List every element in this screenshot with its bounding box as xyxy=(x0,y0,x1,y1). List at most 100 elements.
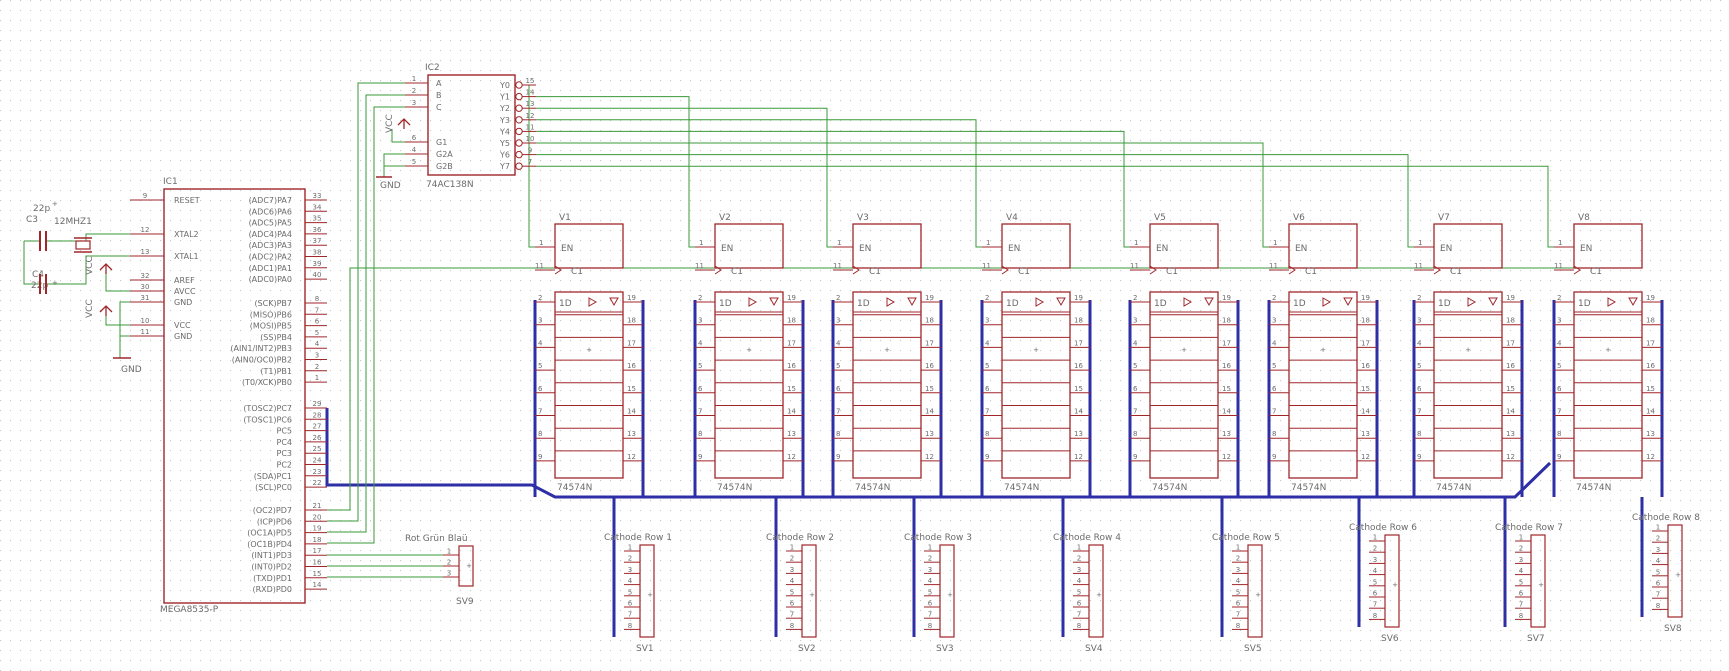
cathode-header-pin-number: 3 xyxy=(928,566,932,574)
latch-d-pin-number: 8 xyxy=(836,430,840,438)
cathode-header-pin-number: 1 xyxy=(1656,524,1660,532)
cathode-header-pin-number: 8 xyxy=(1519,612,1523,620)
mcu-right-pin-number: 4 xyxy=(315,340,320,348)
latch-c1-label: C1 xyxy=(1450,267,1462,277)
latch-q-pin-number: 12 xyxy=(1361,453,1370,461)
latch-c1-label: C1 xyxy=(869,267,881,277)
latch-d-pin-number: 6 xyxy=(985,385,990,393)
rgb-header-pin-number: 3 xyxy=(447,570,451,578)
decoder-output-bubble xyxy=(515,81,523,89)
cathode-header-name: SV3 xyxy=(936,644,954,654)
latch-d-pin-number: 2 xyxy=(985,294,989,302)
mcu-right-pin-label: (ADC1)PA1 xyxy=(249,264,292,273)
latch-name: V2 xyxy=(719,213,731,223)
plus-mark: + xyxy=(1465,346,1471,354)
cathode-header-body xyxy=(1247,544,1263,638)
cathode-header-pin-number: 4 xyxy=(1236,577,1241,585)
decoder-right-pin-label: Y2 xyxy=(499,104,510,113)
latch-data-block xyxy=(1433,291,1503,479)
mcu-right-pin-label: (TOSC2)PC7 xyxy=(243,404,292,413)
decoder-output-bubble xyxy=(515,116,523,124)
decoder-right-pin-label: Y1 xyxy=(499,93,510,102)
latch-data-block xyxy=(554,291,624,479)
latch-q-pin-number: 18 xyxy=(787,317,796,325)
mcu-right-pin-number: 16 xyxy=(313,559,322,567)
wire-decoder-to-latch-en xyxy=(536,130,1130,248)
plus-mark: + xyxy=(809,591,815,599)
mcu-right-pin-label: (AIN1/INT2)PB3 xyxy=(230,344,292,353)
latch-d-pin-number: 2 xyxy=(836,294,840,302)
latch-en-label: EN xyxy=(1440,244,1452,254)
latch-1d-label: 1D xyxy=(1154,299,1167,309)
latch-q-pin-number: 19 xyxy=(925,294,934,302)
latch-q-pin-number: 14 xyxy=(1646,408,1655,416)
latch-q-pin-number: 12 xyxy=(787,453,796,461)
latch-clock-triangle xyxy=(1288,265,1296,275)
latch-value: 74574N xyxy=(1291,483,1326,493)
cathode-header-pin-number: 5 xyxy=(1236,588,1240,596)
mcu-right-pin-label: (TXD)PD1 xyxy=(253,574,292,583)
latch-value: 74574N xyxy=(1152,483,1187,493)
latch-q-pin-number: 14 xyxy=(1361,408,1370,416)
cathode-header-pin-number: 2 xyxy=(790,555,794,563)
vcc-arrow-symbol xyxy=(397,118,411,129)
mcu-right-pin-label: PC5 xyxy=(277,427,293,436)
latch-q-pin-number: 17 xyxy=(1646,339,1655,347)
latch-q-pin-number: 12 xyxy=(627,453,636,461)
mcu-left-pin-number: 31 xyxy=(141,294,150,302)
cathode-header-pin-number: 4 xyxy=(1519,567,1524,575)
latch-clk-pin-number: 11 xyxy=(1269,262,1278,270)
mcu-left-pin-number: 32 xyxy=(141,272,150,280)
latch-d-pin-number: 9 xyxy=(1133,453,1137,461)
mcu-right-pin-number: 26 xyxy=(313,434,322,442)
latch-clock-triangle xyxy=(1573,265,1581,275)
latch-control-block xyxy=(852,223,922,269)
mcu-right-pin-label: (OC2)PD7 xyxy=(253,506,292,515)
latch-q-pin-number: 18 xyxy=(1361,317,1370,325)
latch-clk-pin-number: 11 xyxy=(535,262,544,270)
latch-d-pin-number: 8 xyxy=(985,430,989,438)
latch-d-pin-number: 7 xyxy=(538,408,542,416)
bus-main xyxy=(325,408,1552,499)
cathode-header-name: SV2 xyxy=(798,644,816,654)
plus-mark: + xyxy=(884,346,890,354)
latch-data-block xyxy=(1288,291,1358,479)
mcu-right-pin-label: (ADC2)PA2 xyxy=(249,253,292,262)
cathode-header-pin-number: 6 xyxy=(1519,590,1524,598)
mcu-right-pin-number: 2 xyxy=(315,363,319,371)
latch-value: 74574N xyxy=(717,483,752,493)
plus-mark: + xyxy=(1392,581,1398,589)
latch-d-pin-number: 5 xyxy=(1417,362,1421,370)
mcu-right-pin-label: (ADC6)PA6 xyxy=(249,207,292,216)
latch-name: V4 xyxy=(1006,213,1018,223)
cathode-header-pin-number: 3 xyxy=(790,566,794,574)
latch-q-pin-number: 14 xyxy=(1506,408,1515,416)
cathode-header-title: Cathode Row 5 xyxy=(1212,533,1280,543)
mcu-right-pin-label: (OC1B)PD4 xyxy=(247,540,292,549)
cathode-header-body xyxy=(939,544,955,638)
latch-control-block xyxy=(1573,223,1643,269)
decoder-left-pin-label: C xyxy=(436,103,442,112)
cathode-header-name: SV5 xyxy=(1244,644,1262,654)
mcu-right-pin-label: PC4 xyxy=(277,438,293,447)
latch-buffer-icon xyxy=(1467,297,1477,307)
wire-xtal1 xyxy=(46,255,130,285)
rgb-header-pin-number: 1 xyxy=(447,548,451,556)
latch-d-pin-number: 7 xyxy=(985,408,989,416)
latch-clk-pin-number: 11 xyxy=(982,262,991,270)
latch-q-pin-number: 13 xyxy=(1222,430,1231,438)
wire-cap-gnd xyxy=(23,241,40,285)
vcc-arrow-symbol xyxy=(99,263,113,274)
mcu-left-pin-number: 30 xyxy=(141,283,150,291)
latch-d-pin-number: 4 xyxy=(1417,339,1422,347)
latch-q-pin-number: 13 xyxy=(1506,430,1515,438)
latch-control-block xyxy=(1149,223,1219,269)
latch-q-pin-number: 12 xyxy=(1646,453,1655,461)
